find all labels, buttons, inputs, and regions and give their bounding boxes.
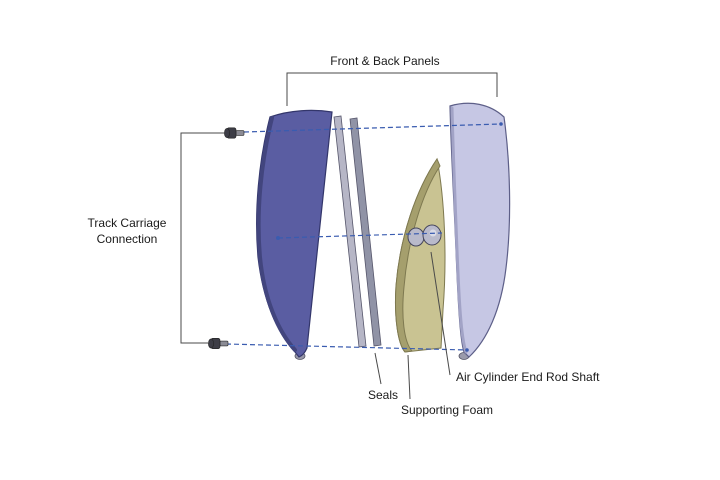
- top-guide-line: [243, 123, 502, 133]
- bottom-guide-dot: [465, 348, 469, 352]
- top-bolt-shaft: [235, 130, 245, 136]
- bottom-bolt-shaft: [219, 340, 229, 347]
- bottom-bolt-head: [208, 338, 214, 349]
- air-cylinder-callout-line: [430, 251, 451, 376]
- air-cylinder-label: Air Cylinder End Rod Shaft: [456, 370, 600, 384]
- supporting-foam-label: Supporting Foam: [401, 403, 493, 417]
- track-carriage-label-line1: Track Carriage: [88, 216, 167, 230]
- rod-shaft-left: [407, 227, 425, 247]
- top-bolt: [224, 127, 245, 139]
- seals-callout-line: [374, 352, 382, 385]
- front-panel-shape: [256, 109, 333, 358]
- top-bolt-head: [224, 128, 230, 138]
- supporting-foam-callout-line: [407, 354, 411, 400]
- seal-strip-1: [333, 115, 367, 348]
- mid-guide-dot: [276, 236, 280, 240]
- top-guide-dot: [499, 122, 503, 126]
- bottom-bolt: [208, 337, 229, 349]
- supporting-foam-edge: [395, 157, 441, 353]
- seals-label: Seals: [368, 388, 398, 402]
- front-back-panels-label: Front & Back Panels: [330, 54, 439, 68]
- bottom-guide-line: [225, 343, 468, 351]
- track-carriage-bracket: [180, 132, 224, 344]
- seal-strip-2: [349, 117, 382, 347]
- front-panel-edge-band: [256, 116, 297, 352]
- mid-guide-line: [277, 232, 443, 239]
- front-back-panels-bracket: [286, 72, 498, 106]
- back-panel-shape: [449, 102, 511, 358]
- back-panel-edge-band: [450, 106, 468, 354]
- track-carriage-label-line2: Connection: [97, 232, 158, 246]
